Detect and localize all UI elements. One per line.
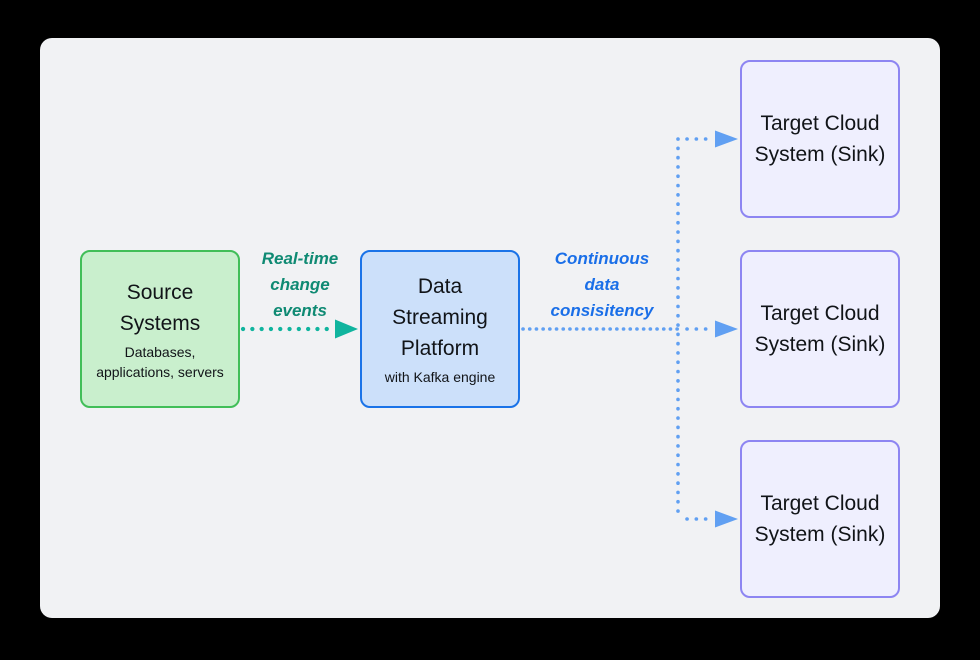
node-target-top-title: Target Cloud System (Sink): [754, 112, 886, 166]
node-target-bottom-title: Target Cloud System (Sink): [754, 492, 886, 546]
node-target-cloud-top[interactable]: Target Cloud System (Sink): [740, 60, 900, 218]
node-source-title: Source Systems: [119, 280, 201, 335]
arrowhead-target-middle: [715, 320, 738, 338]
node-target-middle-title: Target Cloud System (Sink): [754, 302, 886, 356]
diagram-canvas: Source Systems Databases, applications, …: [40, 38, 940, 618]
node-target-cloud-bottom[interactable]: Target Cloud System (Sink): [740, 440, 900, 598]
edge-label-continuous-data-consistency: Continuous data consisitency: [550, 249, 654, 320]
node-platform-title: Data Streaming Platform: [392, 275, 488, 360]
node-target-cloud-middle[interactable]: Target Cloud System (Sink): [740, 250, 900, 408]
arrowhead-target-top: [715, 130, 738, 148]
arrowhead-target-bottom: [715, 510, 738, 528]
edge-label-realtime-change-events: Real-time change events: [261, 249, 339, 320]
node-data-streaming-platform[interactable]: Data Streaming Platform with Kafka engin…: [360, 250, 520, 408]
node-platform-subtitle: with Kafka engine: [384, 369, 496, 385]
node-source-systems[interactable]: Source Systems Databases, applications, …: [80, 250, 240, 408]
node-source-subtitle: Databases, applications, servers: [96, 343, 224, 380]
